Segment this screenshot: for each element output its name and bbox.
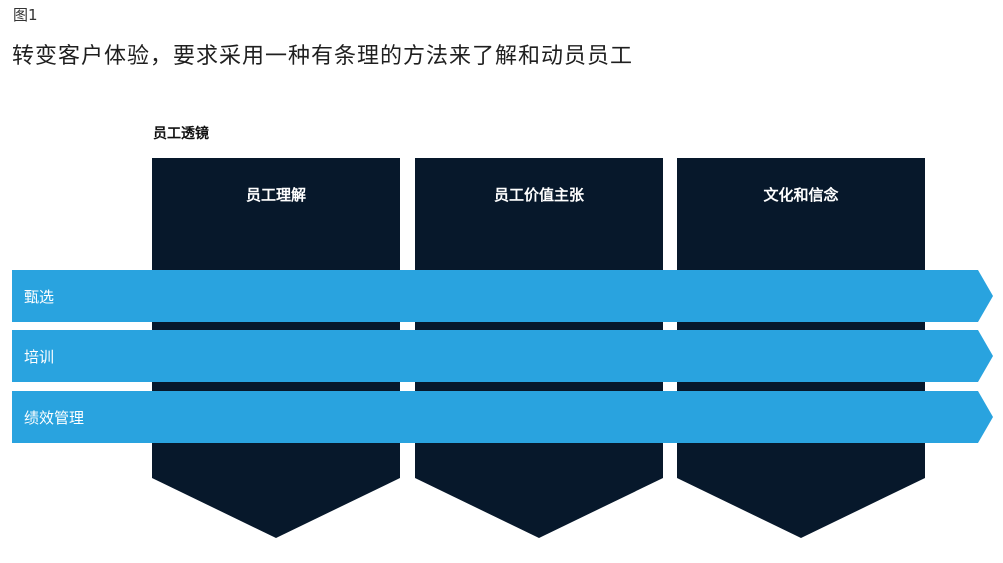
column-2-label: 员工价值主张: [494, 186, 585, 204]
row-2-arrow: [12, 330, 993, 382]
row-3-arrow: [12, 391, 993, 443]
row-2-label: 培训: [24, 348, 54, 366]
row-1-arrow: [12, 270, 993, 322]
column-3-label: 文化和信念: [763, 186, 838, 204]
column-1-label: 员工理解: [246, 186, 306, 204]
row-1-label: 甄选: [24, 288, 54, 306]
page-title: 转变客户体验，要求采用一种有条理的方法来了解和动员员工: [12, 44, 634, 69]
figure-label: 图1: [13, 6, 38, 24]
row-3-label: 绩效管理: [24, 409, 84, 427]
lens-label: 员工透镜: [153, 126, 209, 142]
